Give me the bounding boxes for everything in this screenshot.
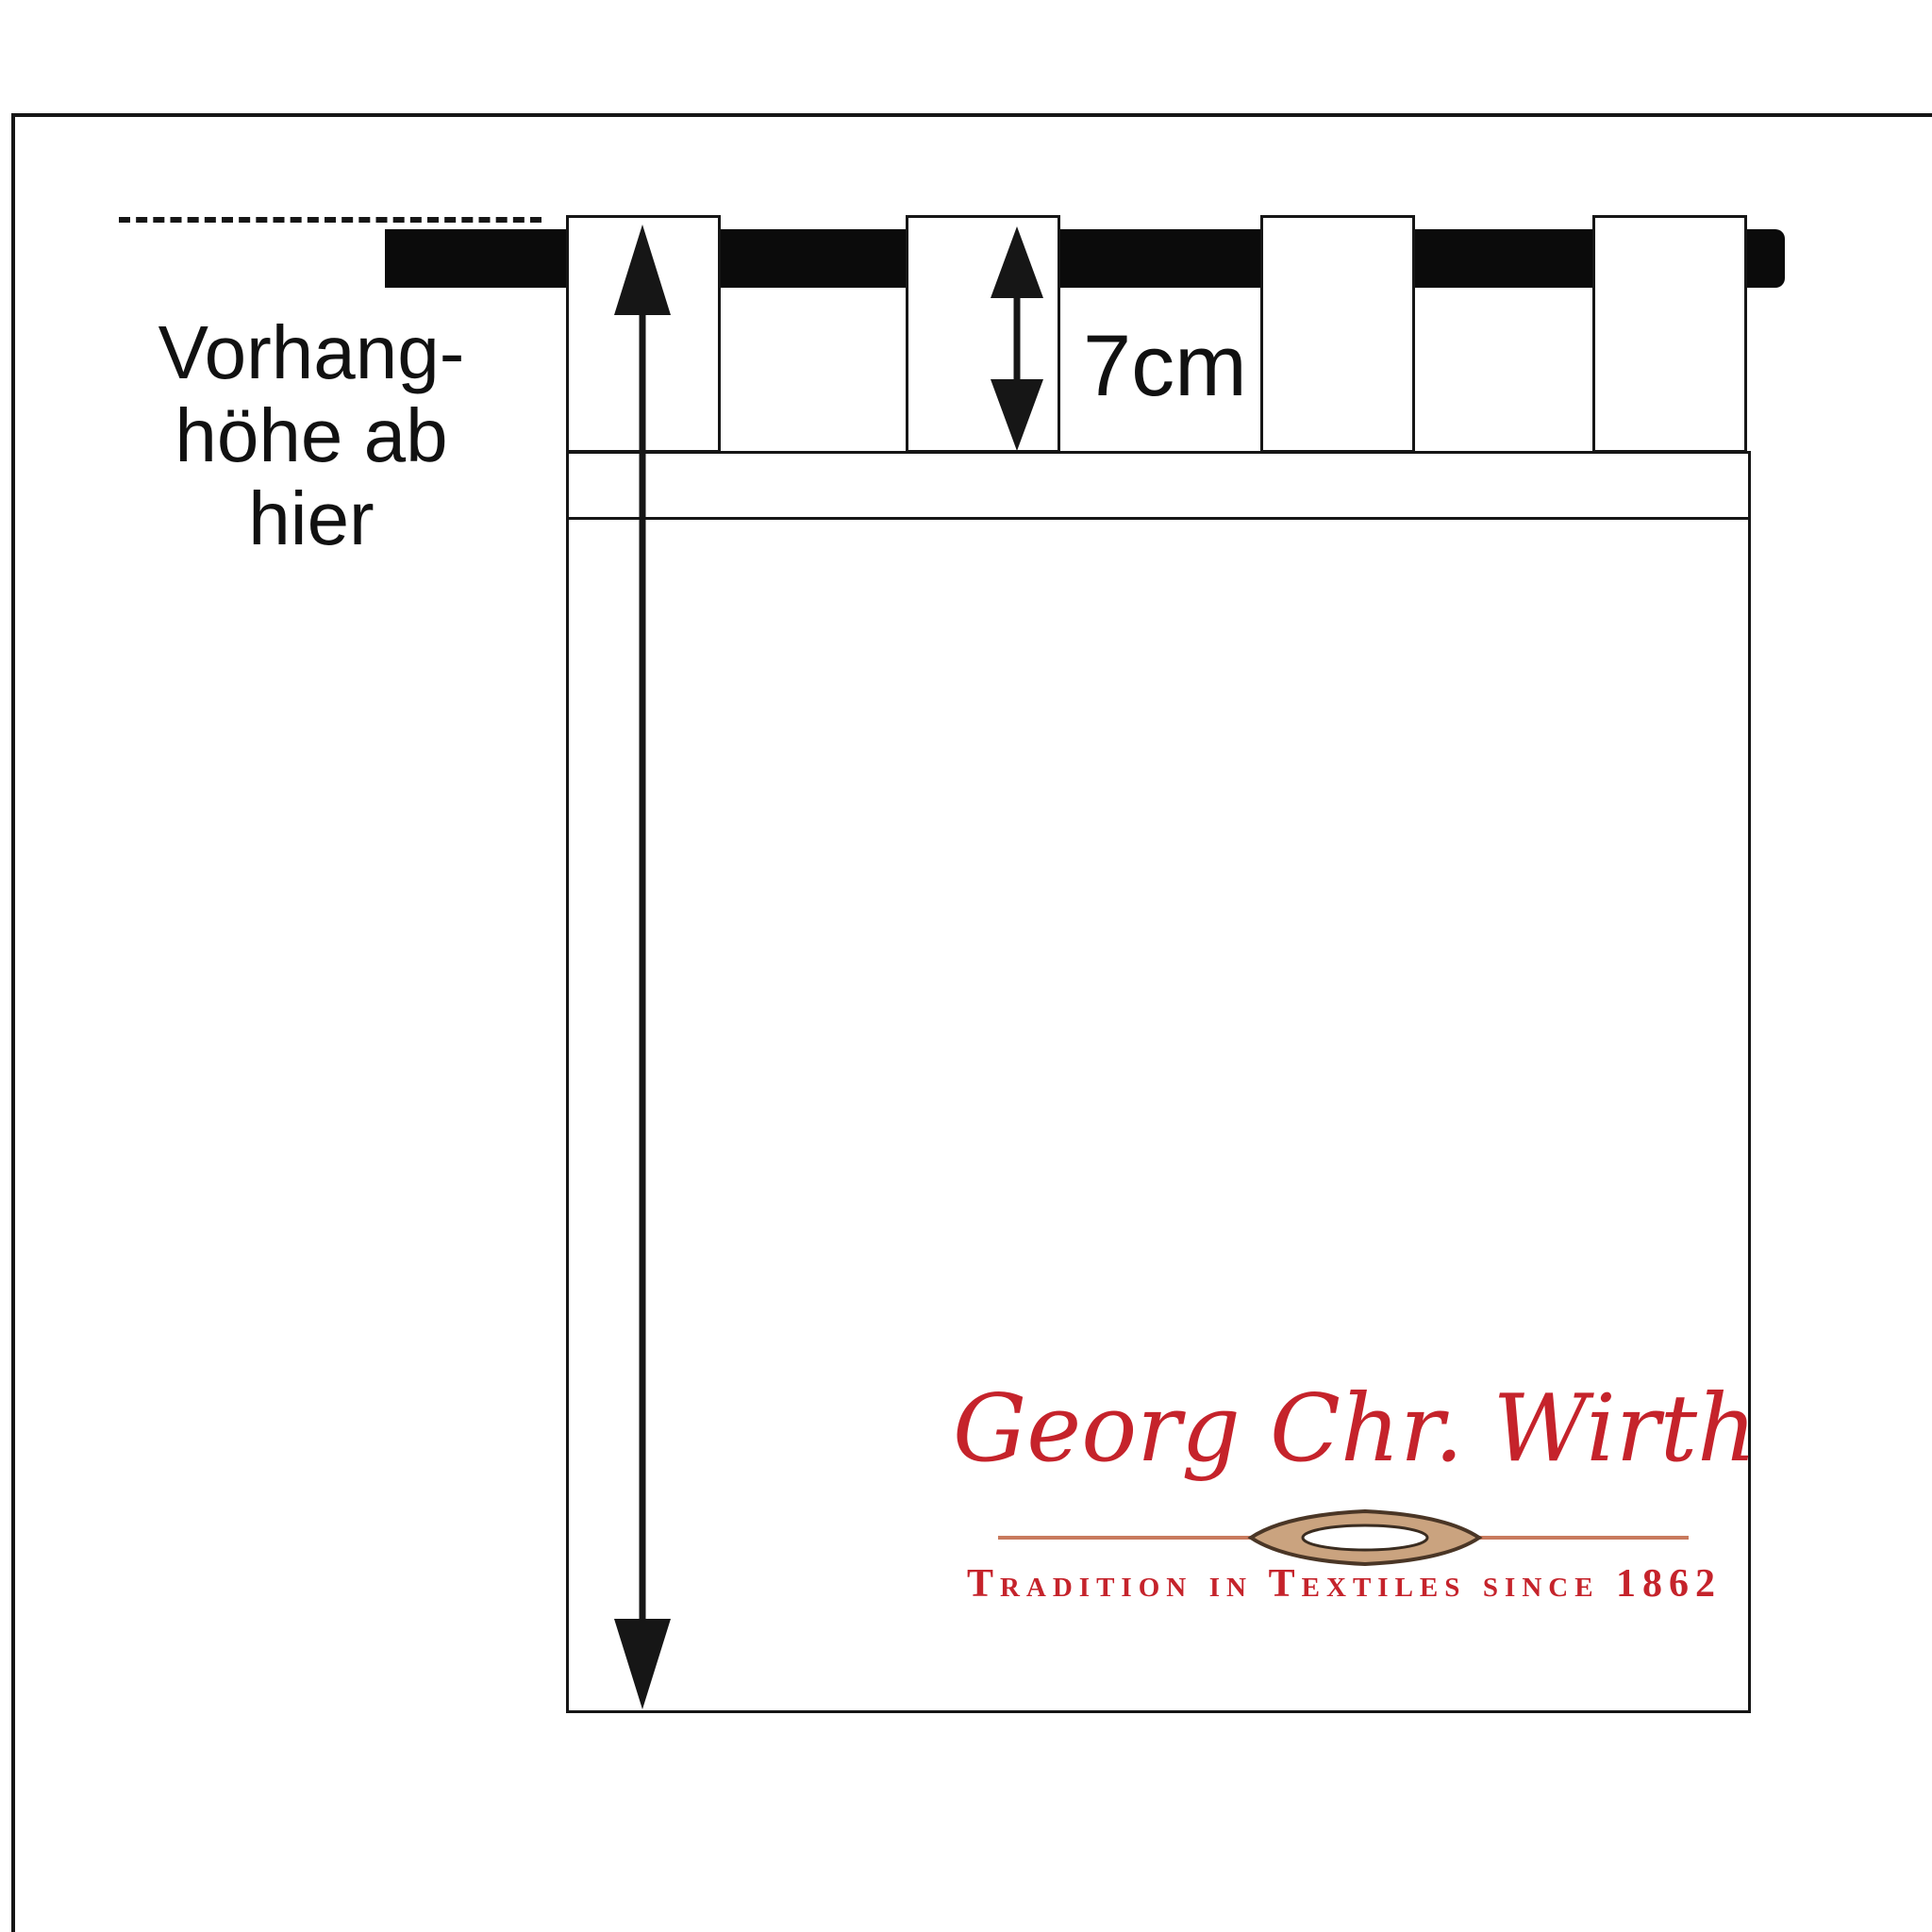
brand-tagline: Tradition in Textiles since 1862 <box>966 1562 1723 1606</box>
curtain-height-label-line2: höhe ab <box>175 393 448 477</box>
curtain-tab <box>1260 215 1415 453</box>
curtain-header-band <box>569 454 1748 520</box>
tab-height-label: 7cm <box>1083 318 1247 414</box>
curtain-height-label: Vorhang- höhe ab hier <box>75 311 547 560</box>
brand-name: Georg Chr. Wirth <box>953 1375 1757 1483</box>
curtain-tab <box>566 215 721 453</box>
diagram-frame <box>11 113 1932 1932</box>
curtain-panel <box>566 451 1751 1713</box>
curtain-height-label-line3: hier <box>248 476 375 560</box>
dashed-height-start-line <box>119 217 541 223</box>
curtain-tab <box>1592 215 1747 453</box>
curtain-height-label-line1: Vorhang- <box>158 310 465 394</box>
curtain-tab <box>906 215 1060 453</box>
